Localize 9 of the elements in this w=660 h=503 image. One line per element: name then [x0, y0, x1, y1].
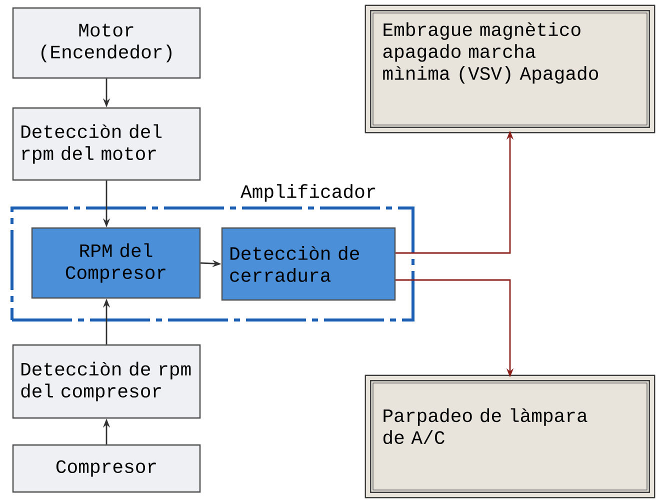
process-box: Motor (Encendedor) — [12, 7, 201, 79]
process-box: RPM del Compresor — [31, 227, 201, 299]
output-box: Parpadeo de làmpara de A/C — [364, 374, 656, 498]
process-box: Detecciòn del rpm del motor — [12, 107, 201, 181]
process-box: Compresor — [12, 444, 201, 493]
process-box: Detecciòn de cerradura — [221, 227, 396, 301]
node-label: Amplificador — [240, 184, 376, 202]
process-box: Detecciòn de rpm del compresor — [12, 344, 201, 419]
output-box: Embrague magnètico apagado marcha mìnima (VSV) Apagado — [364, 4, 656, 134]
